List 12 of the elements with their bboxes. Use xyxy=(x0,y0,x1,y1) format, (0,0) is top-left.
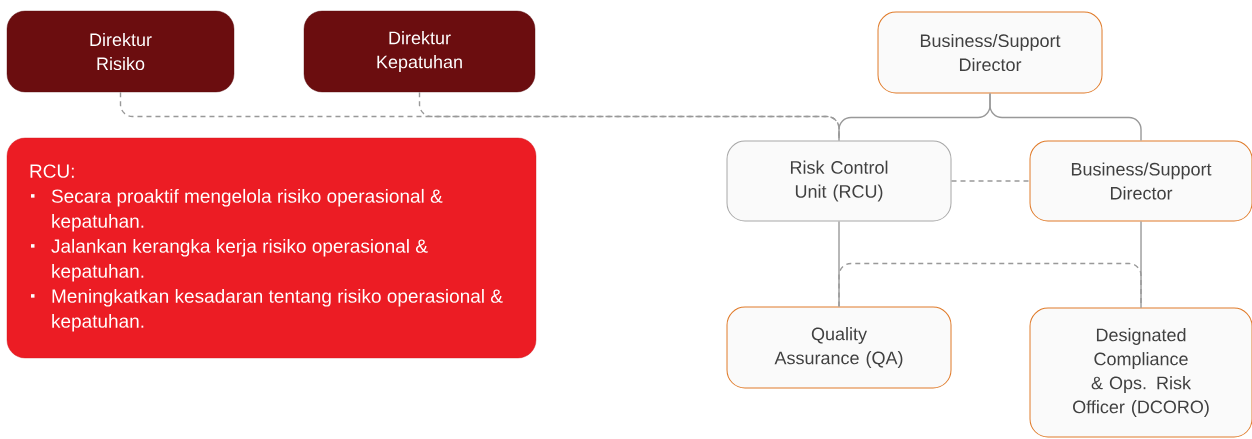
org-box: Business/Support Director xyxy=(877,11,1103,94)
org-box: Direktur Kepatuhan xyxy=(303,10,536,93)
org-box: Quality Assurance (QA) xyxy=(726,306,952,389)
connector-line xyxy=(838,262,1142,309)
org-box: Designated Compliance & Ops. Risk Officer (DCORO) xyxy=(1029,307,1252,438)
org-box: Risk Control Unit (RCU) xyxy=(726,140,952,222)
connector-line xyxy=(989,92,1142,142)
org-box: Business/Support Director xyxy=(1029,140,1252,222)
connector-line xyxy=(950,180,1031,182)
org-box: Direktur Risiko xyxy=(6,10,235,93)
description-box: RCU: Secara proaktif mengelola risiko operasional & kepatuhan. Jalankan kerangka kerja risiko operasional & kepatuhan. Meningkatkan kesadaran tentang risiko operasional & kepatuhan. xyxy=(6,137,537,359)
connector-line xyxy=(1140,220,1142,309)
